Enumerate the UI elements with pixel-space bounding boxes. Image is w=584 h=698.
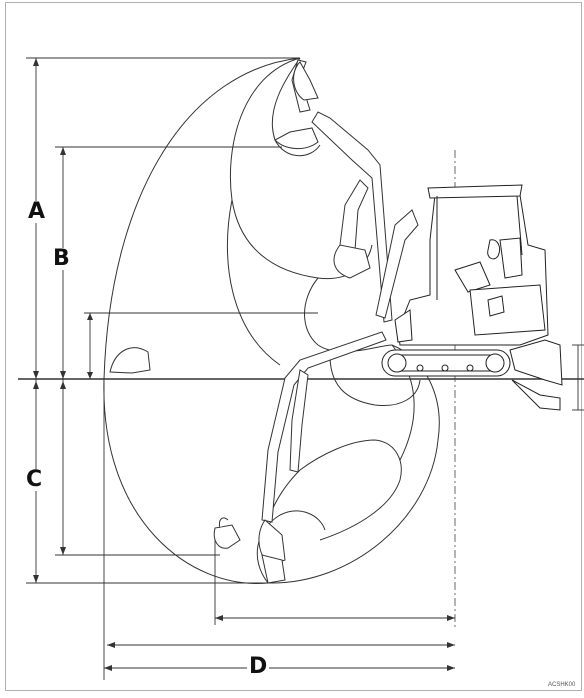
diagram-frame: [5, 2, 582, 691]
upper-boom-positions: [109, 59, 419, 374]
dimension-label-d: D: [247, 654, 270, 679]
dimension-label-c: C: [24, 467, 45, 492]
dimension-label-b: B: [51, 246, 72, 271]
dimension-lines: [26, 57, 584, 680]
excavator-machine: [381, 184, 563, 411]
dimension-arrows: [33, 58, 455, 671]
image-code: ACSHK00: [548, 682, 576, 688]
lower-boom-positions: [213, 331, 387, 584]
dimension-label-a: A: [26, 199, 48, 224]
